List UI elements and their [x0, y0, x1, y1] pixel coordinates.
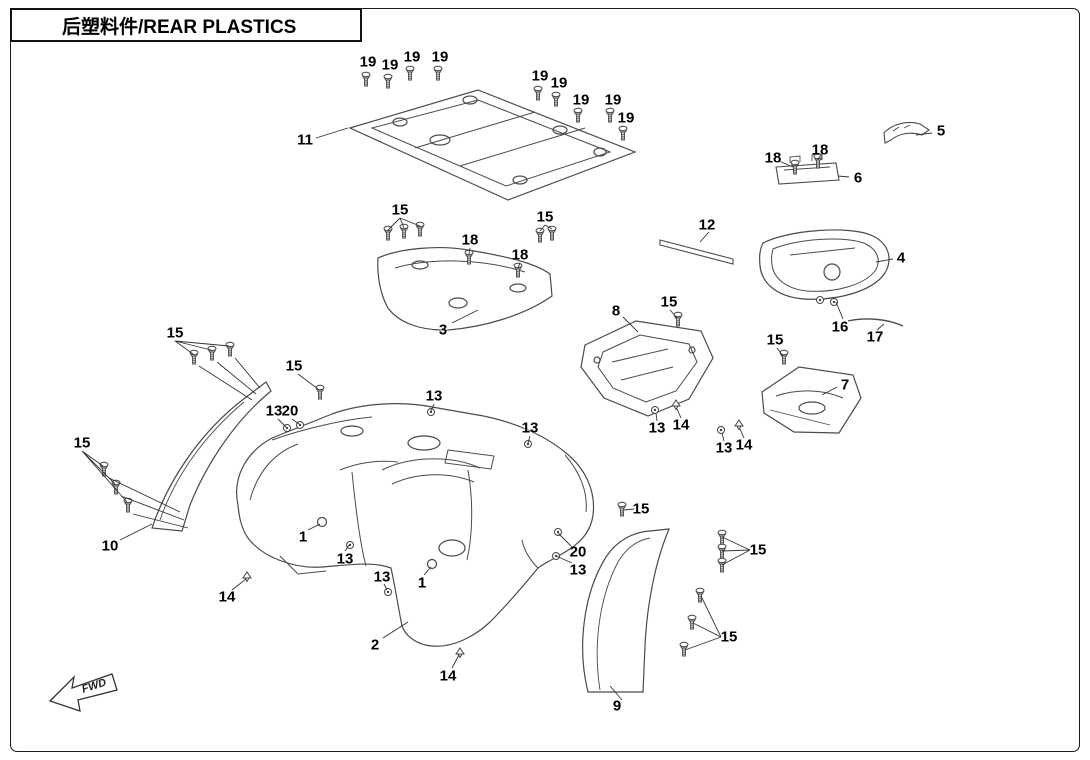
fwd-arrow: FWD [48, 673, 118, 712]
page-title: 后塑料件/REAR PLASTICS [62, 16, 297, 38]
part-11-rear-rack [348, 89, 637, 201]
part-12-rod [659, 239, 734, 265]
part-2-rear-fender [236, 403, 595, 647]
leader-lines [81, 127, 933, 701]
part-7-panel [761, 366, 862, 434]
part-6-bracket [775, 153, 840, 185]
part-5-bracket [883, 121, 930, 144]
part-4-taillight-housing [759, 229, 890, 300]
part-8-bracket [580, 320, 714, 417]
title-box: 后塑料件/REAR PLASTICS [10, 8, 362, 42]
part-9-side-panel [582, 528, 670, 693]
part-3-center-panel [377, 247, 553, 331]
part-10-trim-strip [151, 381, 272, 532]
part-17-strip [847, 318, 904, 327]
